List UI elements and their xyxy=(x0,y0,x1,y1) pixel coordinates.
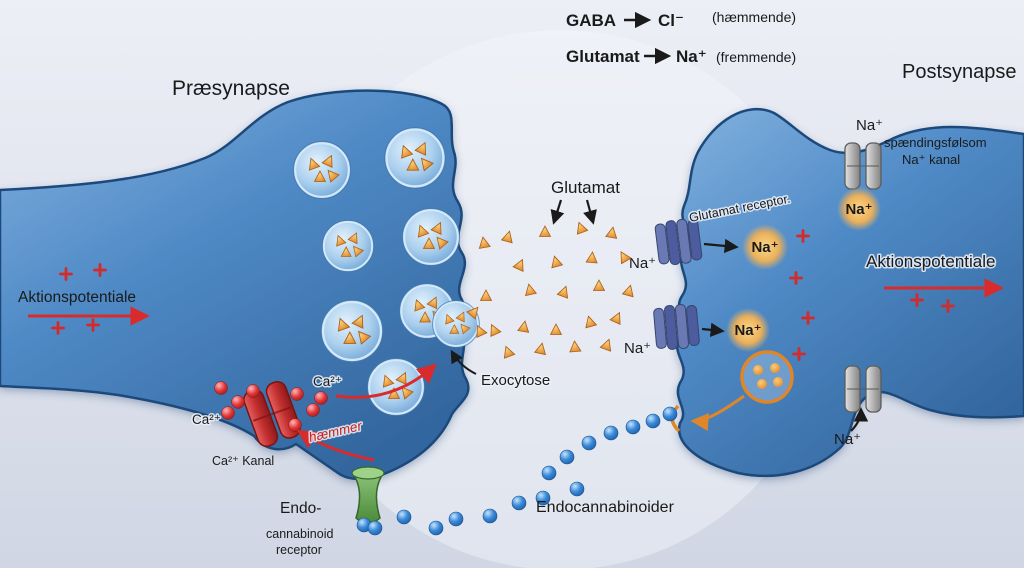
na-top-label: Na⁺ xyxy=(856,117,883,134)
calcium-influx-arrow xyxy=(335,363,437,399)
na-glow-upper-label: Na⁺ xyxy=(751,239,778,256)
calcium-influx-label: Ca²⁺ xyxy=(313,374,342,389)
legend-gaba-note: (hæmmende) xyxy=(712,9,796,25)
glutamate-label: Glutamat xyxy=(551,178,620,197)
glutamate-label-group: Glutamat xyxy=(550,178,620,225)
na-glow-lower-label: Na⁺ xyxy=(734,322,761,339)
action-potential-left: Aktionspotentiale xyxy=(18,263,150,335)
action-potential-left-label: Aktionspotentiale xyxy=(18,289,136,306)
inhibition-arrow xyxy=(296,429,375,462)
legend-glutamat-target: Na⁺ xyxy=(676,47,707,66)
endosome-release-arrow xyxy=(690,394,745,431)
na-bottom-arrow xyxy=(850,407,869,432)
na-glow-top-label: Na⁺ xyxy=(845,201,872,218)
endo-label-line3: receptor xyxy=(276,543,322,557)
na-bottom-label: Na⁺ xyxy=(834,431,861,448)
na-influx-arrow-upper xyxy=(703,238,739,254)
legend-glutamat-note: (fremmende) xyxy=(716,49,796,65)
presynapse-title: Præsynapse xyxy=(172,77,290,100)
legend-gaba-target: Cl⁻ xyxy=(658,11,684,30)
exocytosis-label: Exocytose xyxy=(481,372,550,389)
postsynapse-title: Postsynapse xyxy=(902,61,1017,83)
endo-label-line2: cannabinoid xyxy=(266,527,333,541)
legend-gaba: GABA xyxy=(566,11,616,30)
glutamate-receptor-lower xyxy=(653,304,700,350)
na-glow-top xyxy=(837,187,881,231)
endosome xyxy=(690,350,794,431)
na-influx-arrow-lower xyxy=(701,322,725,337)
calcium-ion-label: Ca²⁺ xyxy=(192,412,221,427)
na-cleft-upper-label: Na⁺ xyxy=(629,255,656,272)
na-cleft-lower-label: Na⁺ xyxy=(624,340,651,357)
action-potential-right-label: Aktionspotentiale xyxy=(866,252,995,271)
endo-label-line1: Endo- xyxy=(280,500,321,517)
exocytosis: Exocytose xyxy=(450,349,552,391)
glutamate-arrow-2 xyxy=(583,199,597,225)
glutamate-arrow-1 xyxy=(550,199,565,225)
na-channel-label-line2: Na⁺ kanal xyxy=(902,152,960,167)
na-glow-upper xyxy=(742,224,788,270)
exocytosis-arrow xyxy=(450,349,477,375)
presynapse-annotations: Præsynapse Aktionspotentiale Ca²⁺ Ca²⁺ K… xyxy=(18,77,552,557)
presynapse-terminal xyxy=(0,89,488,536)
postsynapse-terminal xyxy=(653,107,1024,478)
sodium-channel-top xyxy=(844,142,882,190)
glutamate-receptor-upper xyxy=(654,218,703,266)
na-glow-lower xyxy=(726,308,770,352)
sodium-channel-bottom xyxy=(844,365,882,413)
endocannabinoids-label: Endocannabinoider xyxy=(536,499,675,516)
legend-glutamat: Glutamat xyxy=(566,47,640,66)
endocannabinoid-receptor xyxy=(351,466,385,536)
legend: GABA Cl⁻ (hæmmende) Glutamat Na⁺ (fremme… xyxy=(566,9,796,66)
endo-receptor-label: Endo- cannabinoid receptor xyxy=(266,500,333,557)
na-channel-label-line1: spændingsfølsom xyxy=(884,135,987,150)
calcium-channel-label: Ca²⁺ Kanal xyxy=(212,454,274,468)
